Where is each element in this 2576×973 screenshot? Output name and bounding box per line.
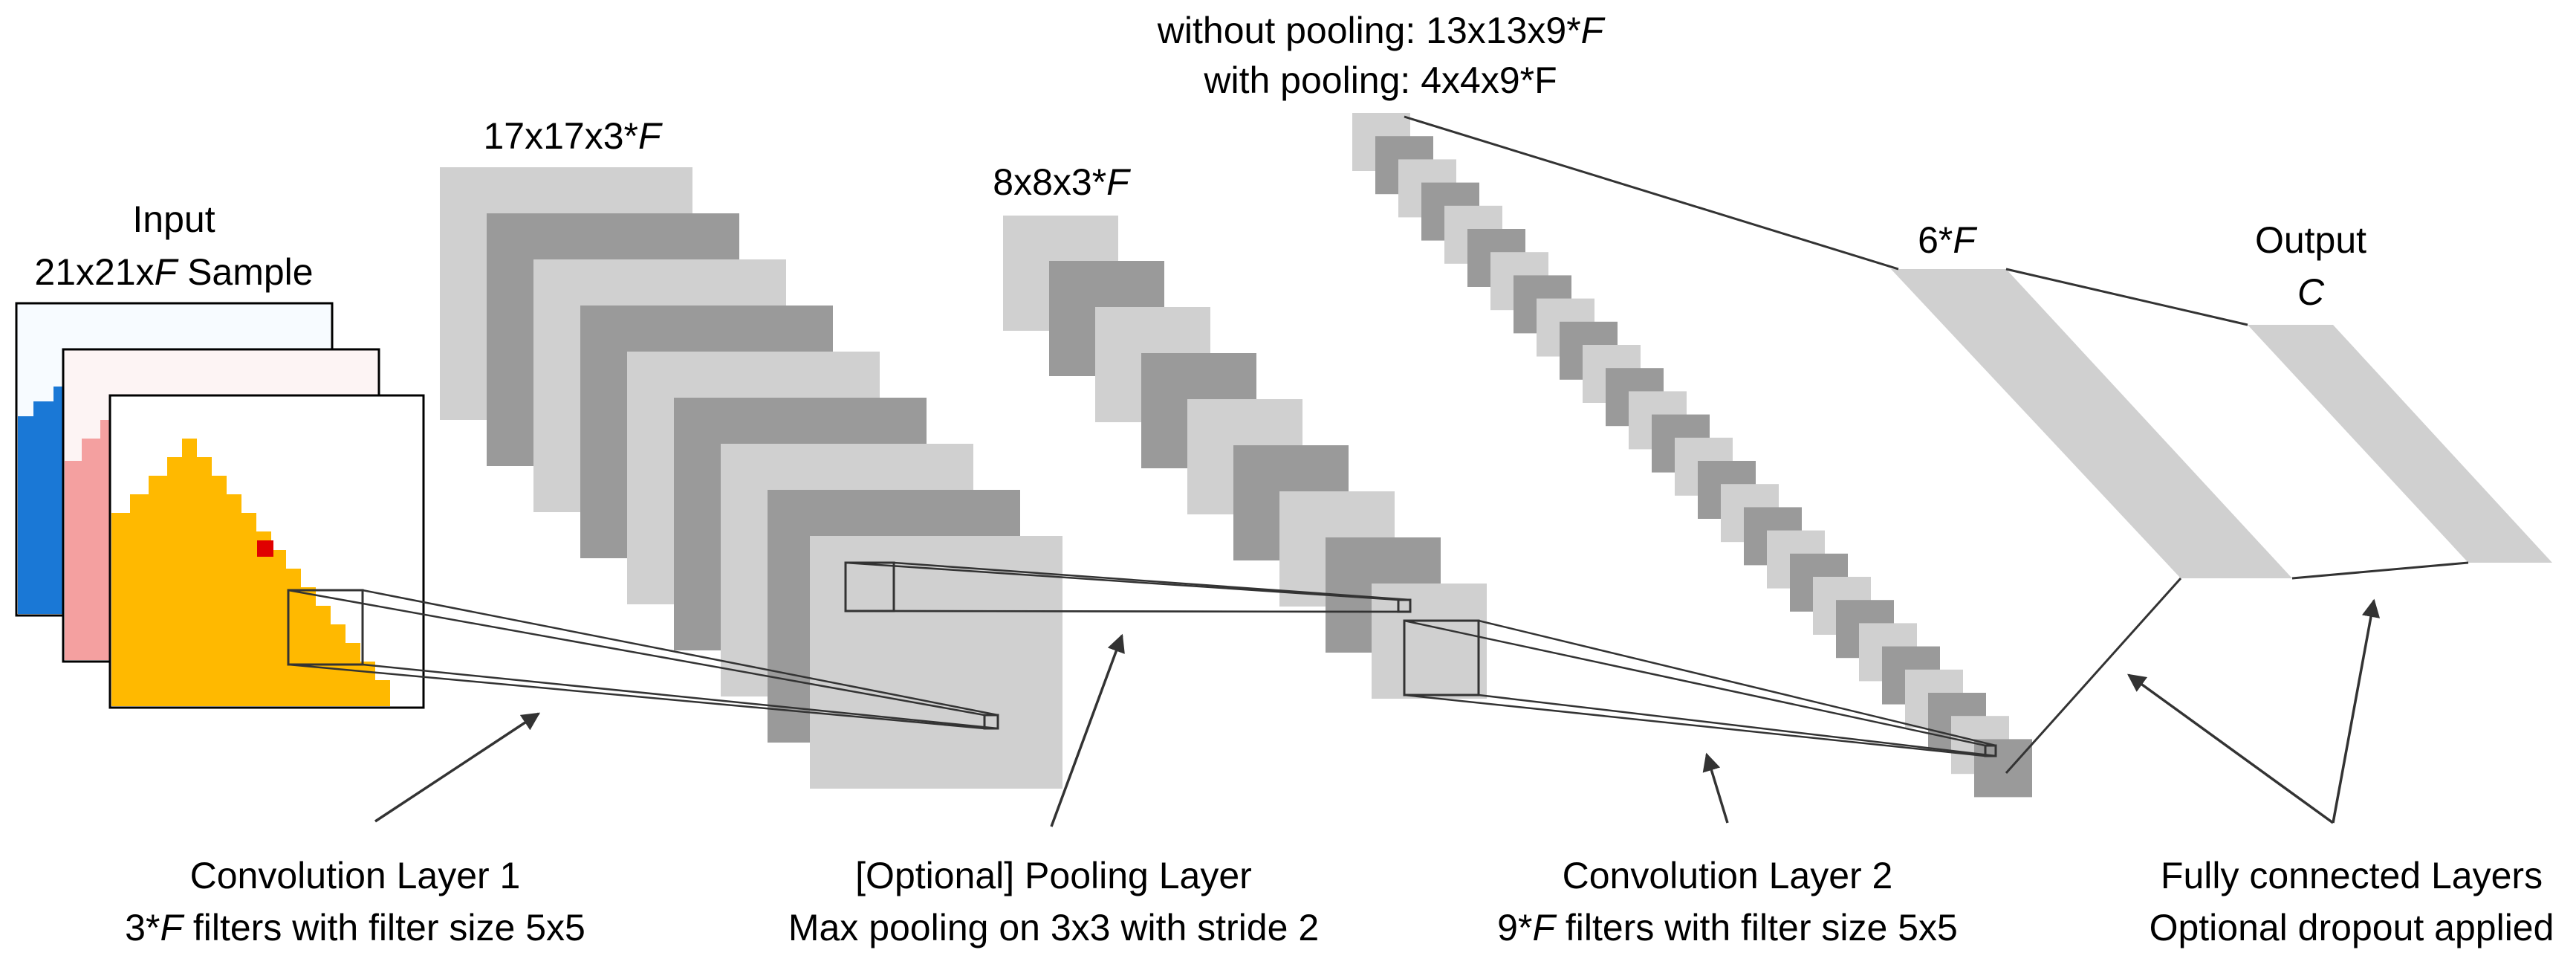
input-sample-orange [108, 394, 425, 709]
pool-arrow [1050, 633, 1125, 827]
conv1-desc: 3*F filters with filter size 5x5 [125, 907, 585, 948]
fc-arrow-left [2127, 673, 2335, 824]
pool-projection-lines [845, 561, 1411, 613]
pool-feature-maps [1003, 216, 1487, 699]
fc-arrow-right [2332, 598, 2381, 824]
conv2-dims-label-line2: with pooling: 4x4x9*F [1203, 59, 1557, 101]
input-label-line2: 21x21xF Sample [34, 251, 313, 293]
fc-desc: Optional dropout applied [2150, 907, 2554, 948]
input-stack [15, 302, 425, 709]
output-label-line1: Output [2255, 219, 2366, 261]
conv2-title: Convolution Layer 2 [1563, 855, 1893, 896]
conv2-projection-lines [1404, 619, 1997, 757]
fc-dims-label: 6*F [1918, 219, 1977, 261]
output-label-line2: C [2297, 271, 2325, 313]
fully-connected-layers [1404, 115, 2552, 775]
conv1-feature-maps [440, 167, 1062, 789]
conv1-receptive-field [287, 589, 364, 666]
pool-desc: Max pooling on 3x3 with stride 2 [788, 907, 1319, 948]
conv2-desc: 9*F filters with filter size 5x5 [1497, 907, 1958, 948]
conv2-arrow [1702, 752, 1729, 824]
conv2-feature-map [1974, 739, 2032, 798]
conv1-projection-lines [288, 589, 999, 730]
input-label-line1: Input [132, 198, 215, 240]
input-red-pixel [257, 540, 273, 557]
conv1-arrow [374, 712, 541, 823]
pool-title: [Optional] Pooling Layer [855, 855, 1252, 896]
conv1-dims-label: 17x17x3*F [483, 115, 663, 157]
conv2-output-pixel [1984, 744, 1997, 757]
fc-title: Fully connected Layers [2161, 855, 2543, 896]
pool-dims-label: 8x8x3*F [993, 161, 1131, 203]
conv2-feature-maps [1352, 113, 2032, 798]
conv2-dims-label-line1: without pooling: 13x13x9*F [1157, 10, 1606, 51]
fc-layer-output [2248, 325, 2552, 563]
fc-layer-6f [1891, 269, 2292, 578]
conv1-title: Convolution Layer 1 [190, 855, 521, 896]
pointer-arrows [374, 598, 2381, 827]
conv2-receptive-field [1403, 619, 1480, 696]
